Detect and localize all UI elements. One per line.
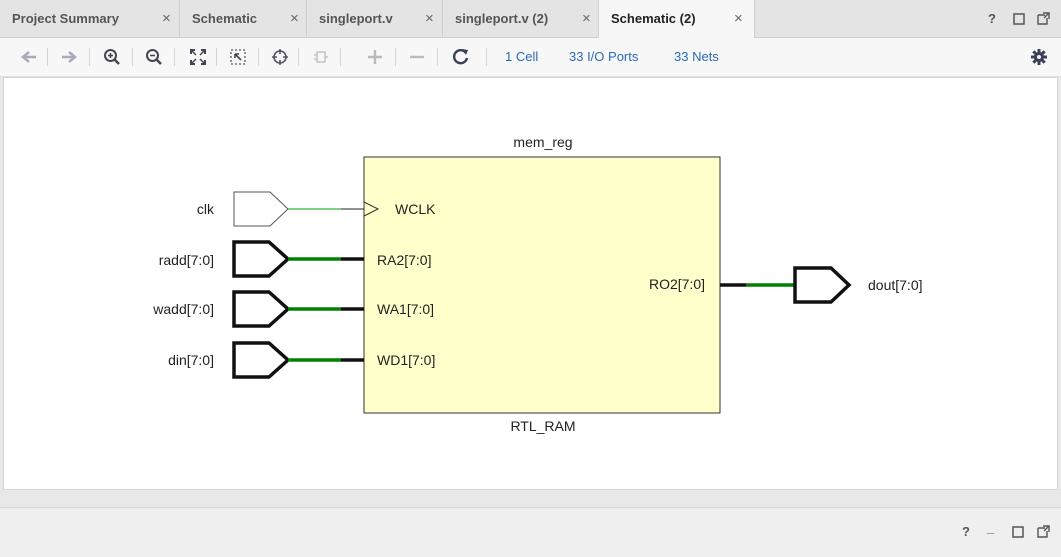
close-icon[interactable]: × bbox=[734, 10, 743, 27]
float-icon[interactable] bbox=[1037, 525, 1050, 538]
restore-icon[interactable] bbox=[1013, 13, 1025, 25]
help-icon[interactable]: ? bbox=[988, 11, 996, 26]
tab-schematic-2[interactable]: Schematic (2) × bbox=[599, 0, 755, 38]
port-clk[interactable] bbox=[233, 191, 289, 227]
tab-label: singleport.v bbox=[319, 11, 393, 26]
separator bbox=[340, 48, 341, 66]
separator bbox=[395, 48, 396, 66]
pin-label-wd1: WD1[7:0] bbox=[377, 352, 435, 368]
float-icon[interactable] bbox=[1037, 12, 1050, 25]
separator bbox=[174, 48, 175, 66]
port-label-dout: dout[7:0] bbox=[868, 277, 923, 293]
tab-label: Schematic (2) bbox=[611, 11, 696, 26]
tab-project-summary[interactable]: Project Summary × bbox=[0, 0, 180, 37]
tab-singleport-v[interactable]: singleport.v × bbox=[307, 0, 443, 37]
zoom-selection-icon[interactable] bbox=[227, 46, 249, 68]
help-icon[interactable]: ? bbox=[962, 524, 970, 539]
back-arrow-icon[interactable] bbox=[18, 46, 40, 68]
zoom-fit-icon[interactable] bbox=[187, 46, 209, 68]
separator bbox=[132, 48, 133, 66]
expand-collapse-icon[interactable] bbox=[310, 46, 332, 68]
gear-icon[interactable] bbox=[1028, 46, 1050, 68]
separator bbox=[298, 48, 299, 66]
port-din[interactable] bbox=[232, 341, 291, 379]
io-ports-count-link[interactable]: 33 I/O Ports bbox=[569, 49, 639, 64]
minus-icon[interactable] bbox=[406, 46, 428, 68]
schematic-diagram: mem_reg RTL_RAM clk WCLK radd[7:0] RA2[7… bbox=[152, 134, 923, 434]
port-radd[interactable] bbox=[232, 240, 291, 278]
cell-name: mem_reg bbox=[513, 134, 572, 150]
port-label-din: din[7:0] bbox=[168, 352, 214, 368]
plus-icon[interactable] bbox=[364, 46, 386, 68]
separator bbox=[216, 48, 217, 66]
tab-label: Schematic bbox=[192, 11, 258, 26]
port-label-wadd: wadd[7:0] bbox=[152, 301, 214, 317]
zoom-out-icon[interactable] bbox=[143, 46, 165, 68]
clock-pin-triangle bbox=[363, 201, 380, 217]
tab-singleport-v-2[interactable]: singleport.v (2) × bbox=[443, 0, 599, 37]
refresh-icon[interactable] bbox=[450, 46, 472, 68]
cell-type: RTL_RAM bbox=[510, 418, 575, 434]
close-icon[interactable]: × bbox=[162, 10, 171, 27]
close-icon[interactable]: × bbox=[290, 10, 299, 27]
restore-icon[interactable] bbox=[1012, 526, 1024, 538]
tab-label: Project Summary bbox=[12, 11, 119, 26]
tab-label: singleport.v (2) bbox=[455, 11, 549, 26]
cells-count-link[interactable]: 1 Cell bbox=[505, 49, 539, 64]
pin-label-wa1: WA1[7:0] bbox=[377, 301, 434, 317]
bottom-panel: ? _ bbox=[0, 507, 1061, 557]
crosshair-icon[interactable] bbox=[269, 46, 291, 68]
port-label-radd: radd[7:0] bbox=[159, 252, 214, 268]
port-wadd[interactable] bbox=[232, 290, 291, 328]
pin-label-wclk: WCLK bbox=[395, 201, 436, 217]
forward-arrow-icon[interactable] bbox=[58, 46, 80, 68]
tab-schematic[interactable]: Schematic × bbox=[180, 0, 307, 37]
separator bbox=[258, 48, 259, 66]
port-label-clk: clk bbox=[197, 201, 215, 217]
close-icon[interactable]: × bbox=[425, 10, 434, 27]
nets-count-link[interactable]: 33 Nets bbox=[674, 49, 719, 64]
separator bbox=[89, 48, 90, 66]
schematic-canvas[interactable]: mem_reg RTL_RAM clk WCLK radd[7:0] RA2[7… bbox=[3, 77, 1058, 490]
separator bbox=[437, 48, 438, 66]
separator bbox=[486, 48, 487, 66]
pin-label-ro2: RO2[7:0] bbox=[649, 276, 705, 292]
pin-label-ra2: RA2[7:0] bbox=[377, 252, 431, 268]
zoom-in-icon[interactable] bbox=[101, 46, 123, 68]
close-icon[interactable]: × bbox=[582, 10, 591, 27]
schematic-toolbar: 1 Cell 33 I/O Ports 33 Nets bbox=[0, 38, 1061, 77]
tab-bar: Project Summary × Schematic × singleport… bbox=[0, 0, 1061, 38]
separator bbox=[47, 48, 48, 66]
minimize-icon[interactable]: _ bbox=[987, 520, 995, 535]
port-dout[interactable] bbox=[793, 266, 852, 304]
